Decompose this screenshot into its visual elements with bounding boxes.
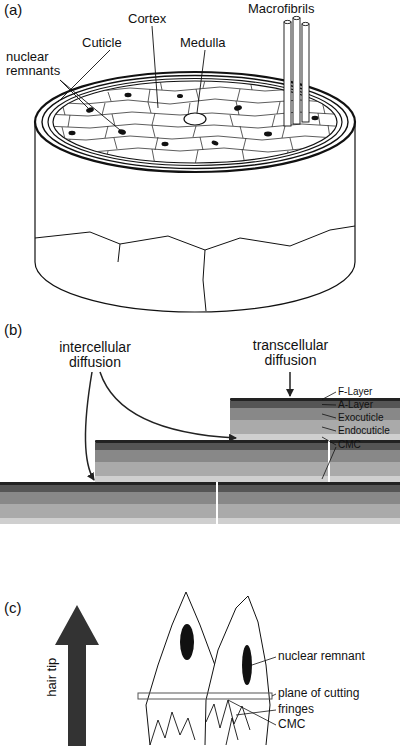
diffusion-arrows: [85, 372, 290, 480]
layer-label: Exocuticle: [338, 412, 400, 423]
cuticle-scale: [0, 482, 400, 524]
layer-label: Endocuticle: [338, 425, 400, 436]
process-label: intercellular diffusion: [40, 340, 150, 371]
part-label: fringes: [278, 703, 398, 716]
process-label: transcellular diffusion: [228, 338, 353, 369]
part-label: plane of cutting: [278, 687, 398, 700]
direction-label: hair tip: [45, 637, 59, 717]
cutting-plane: [138, 693, 272, 699]
part-label: nuclear remnant: [278, 650, 398, 663]
macrofibril-rods: [284, 16, 309, 126]
nuclear-remnant-marks: [69, 93, 319, 146]
panel-letter: (b): [4, 322, 44, 339]
part-label: Medulla: [180, 36, 250, 50]
cell-fringes: [150, 700, 250, 745]
part-label: Cuticle: [82, 36, 142, 50]
part-label: Cortex: [128, 12, 188, 26]
panel-letter: (a): [4, 2, 44, 19]
part-label: nuclear remnants: [6, 50, 68, 79]
medulla-shape: [184, 113, 206, 125]
cuticle-scale: [95, 440, 400, 482]
cuticle-scale: [230, 398, 400, 440]
layer-label: F-Layer: [338, 386, 400, 397]
leader-lines-b: [322, 392, 336, 479]
nuclear-remnant-marks: [180, 624, 252, 685]
cortex-cell-outlines: [146, 592, 270, 745]
panel-letter: (c): [4, 600, 44, 617]
part-label: CMC: [278, 718, 398, 731]
layer-label: A-Layer: [338, 399, 400, 410]
layer-label: CMC: [338, 439, 400, 450]
leader-lines-c: [228, 657, 276, 725]
hair-tip-arrow: [55, 605, 99, 746]
part-label: Macrofibrils: [248, 2, 338, 16]
